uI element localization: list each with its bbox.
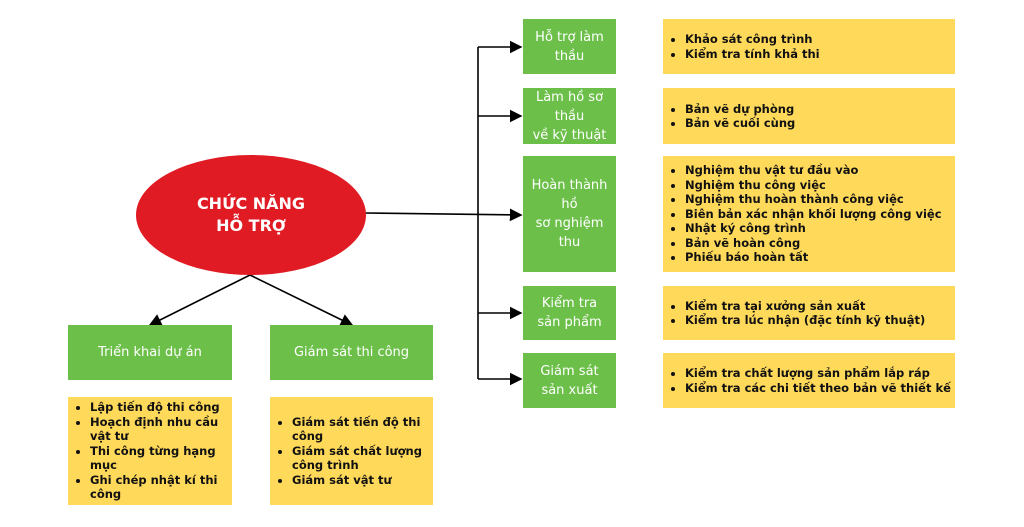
right-node-3-list: Kiểm tra tại xưởng sản xuất Kiểm tra lúc… <box>663 286 955 340</box>
list-item: Kiểm tra tính khả thi <box>685 47 820 62</box>
right-node-3-title: Kiểm tra sản phẩm <box>523 286 616 340</box>
list-item: Nhật ký công trình <box>685 221 942 236</box>
left-node-0-title: Triển khai dự án <box>68 325 232 380</box>
list-item: Bản vẽ dự phòng <box>685 102 795 117</box>
list-item: Giám sát tiến độ thi công <box>292 415 429 444</box>
right-node-1-title: Làm hồ sơ thầu về kỹ thuật <box>523 88 616 144</box>
center-node: CHỨC NĂNG HỖ TRỢ <box>136 155 366 275</box>
list-item: Phiếu báo hoàn tất <box>685 250 942 265</box>
list-item: Thi công từng hạng mục <box>90 444 232 473</box>
list-item: Biên bản xác nhận khối lượng công việc <box>685 207 942 222</box>
right-node-0-list: Khảo sát công trình Kiểm tra tính khả th… <box>663 19 955 74</box>
list-item: Nghiệm thu công việc <box>685 178 942 193</box>
right-node-4-title: Giám sát sản xuất <box>523 353 616 408</box>
list-item: Nghiệm thu hoàn thành công việc <box>685 192 942 207</box>
list-item: Hoạch định nhu cầu vật tư <box>90 415 232 444</box>
right-node-0-title: Hỗ trợ làm thầu <box>523 19 616 74</box>
list-item: Giám sát vật tư <box>292 473 429 488</box>
right-node-1-list: Bản vẽ dự phòng Bản vẽ cuối cùng <box>663 88 955 144</box>
list-item: Nghiệm thu vật tư đầu vào <box>685 163 942 178</box>
list-item: Ghi chép nhật kí thi công <box>90 473 232 502</box>
left-node-0-list: Lập tiến độ thi công Hoạch định nhu cầu … <box>68 397 232 505</box>
right-node-4-list: Kiểm tra chất lượng sản phẩm lắp ráp Kiể… <box>663 353 955 408</box>
list-item: Khảo sát công trình <box>685 32 820 47</box>
left-node-1-title: Giám sát thi công <box>270 325 433 380</box>
list-item: Bản vẽ hoàn công <box>685 236 942 251</box>
list-item: Lập tiến độ thi công <box>90 400 232 415</box>
list-item: Giám sát chất lượng công trình <box>292 444 429 473</box>
list-item: Bản vẽ cuối cùng <box>685 116 795 131</box>
left-node-1-list: Giám sát tiến độ thi công Giám sát chất … <box>270 397 433 505</box>
list-item: Kiểm tra lúc nhận (đặc tính kỹ thuật) <box>685 313 925 328</box>
list-item: Kiểm tra các chi tiết theo bản vẽ thiết … <box>685 381 951 396</box>
right-node-2-list: Nghiệm thu vật tư đầu vào Nghiệm thu côn… <box>663 156 955 272</box>
right-node-2-title: Hoàn thành hồ sơ nghiệm thu <box>523 156 616 272</box>
list-item: Kiểm tra chất lượng sản phẩm lắp ráp <box>685 366 951 381</box>
list-item: Kiểm tra tại xưởng sản xuất <box>685 299 925 314</box>
